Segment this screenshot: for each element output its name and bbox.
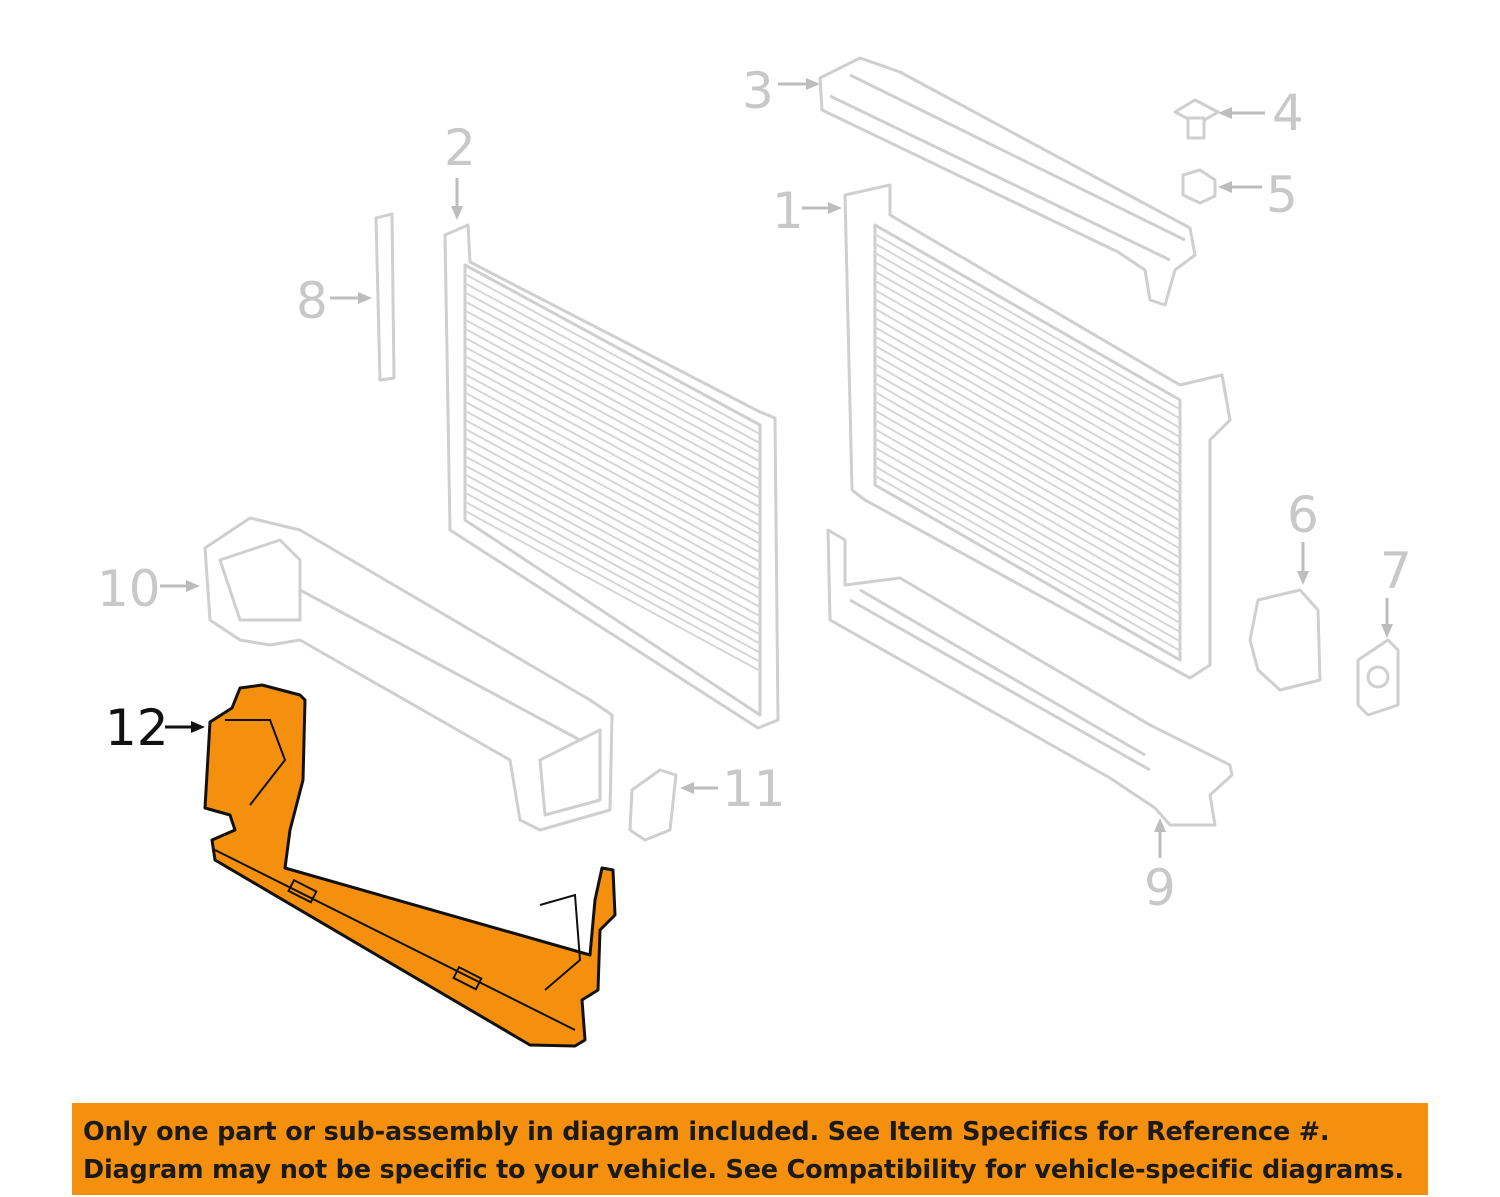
- callout-11: 11: [722, 760, 786, 818]
- core-fin: [874, 363, 1181, 541]
- core-fin: [464, 428, 761, 590]
- core-fin: [464, 364, 761, 527]
- core-fin: [874, 335, 1181, 513]
- core-fin: [464, 300, 761, 463]
- core-fin: [874, 261, 1181, 439]
- core-fin: [874, 233, 1181, 411]
- core-fin: [464, 437, 761, 599]
- core-fin: [464, 491, 761, 654]
- core-fin: [874, 409, 1181, 587]
- callout-labels: 1 2 3 4 5 6 7 8 9 10 11 12: [97, 62, 1412, 917]
- core-fin: [874, 456, 1181, 634]
- core-fin: [464, 455, 761, 618]
- part-3-upper-cover: [818, 56, 1197, 307]
- core-fin: [874, 419, 1181, 596]
- core-fin: [464, 309, 761, 472]
- core-fin: [464, 291, 761, 454]
- core-fin: [464, 446, 761, 609]
- callout-3: 3: [742, 62, 774, 120]
- callout-12: 12: [105, 699, 169, 757]
- core-fin: [464, 373, 761, 536]
- callout-5: 5: [1266, 166, 1298, 224]
- core-fin: [874, 289, 1181, 466]
- core-fin: [464, 282, 761, 445]
- core-fin: [464, 464, 761, 627]
- core-fin: [464, 273, 761, 435]
- callout-6: 6: [1287, 486, 1319, 544]
- core-fin: [874, 251, 1181, 429]
- callout-arrows: [160, 78, 1393, 858]
- part-2-condenser: [443, 223, 780, 730]
- core-fin: [464, 346, 761, 508]
- core-fin: [874, 381, 1181, 559]
- core-fin: [874, 400, 1181, 578]
- part-7-bracket: [1356, 638, 1400, 717]
- core-fin: [464, 327, 761, 490]
- part-1-radiator: [843, 183, 1232, 680]
- part-4-clip: [1173, 98, 1220, 140]
- core-fin: [874, 391, 1181, 569]
- callout-2: 2: [444, 119, 476, 177]
- core-fin: [874, 437, 1181, 615]
- core-fin: [464, 336, 761, 499]
- core-fin: [874, 326, 1181, 504]
- core-fin: [874, 307, 1181, 485]
- core-fin: [874, 354, 1181, 531]
- core-fin: [464, 510, 761, 672]
- part-12-lower-panel: [203, 683, 617, 1048]
- core-fin: [874, 242, 1181, 420]
- disclaimer-line-1: Only one part or sub-assembly in diagram…: [83, 1117, 1330, 1147]
- disclaimer-line-2: Diagram may not be specific to your vehi…: [83, 1155, 1404, 1185]
- callout-7: 7: [1380, 542, 1412, 600]
- core-fin: [874, 270, 1181, 448]
- callout-1: 1: [772, 182, 804, 240]
- part-6-bracket: [1248, 588, 1322, 692]
- core-fin: [464, 355, 761, 517]
- core-fin: [464, 382, 761, 545]
- core-fin: [464, 500, 761, 663]
- core-fin: [874, 428, 1181, 606]
- core-fin: [464, 391, 761, 554]
- part-5-bumper: [1181, 168, 1217, 205]
- part-10-air-duct: [203, 516, 614, 832]
- core-fin: [464, 409, 761, 572]
- callout-8: 8: [296, 272, 328, 330]
- core-fin: [464, 482, 761, 645]
- part-8-seal: [374, 212, 396, 382]
- core-fin: [874, 279, 1181, 457]
- core-fin: [874, 316, 1181, 494]
- core-fin: [874, 474, 1181, 652]
- disclaimer-banner: Only one part or sub-assembly in diagram…: [72, 1103, 1428, 1195]
- part-11-seal: [628, 768, 678, 842]
- core-fin: [464, 318, 761, 481]
- callout-10: 10: [97, 560, 161, 618]
- core-fin: [874, 298, 1181, 476]
- callout-9: 9: [1144, 859, 1176, 917]
- core-fin: [464, 418, 761, 581]
- core-fin: [464, 473, 761, 636]
- core-fin: [464, 400, 761, 563]
- core-fin: [874, 344, 1181, 522]
- part-9-lower-shroud: [826, 528, 1234, 827]
- core-fin: [874, 372, 1181, 550]
- core-fin: [874, 446, 1181, 624]
- core-fin: [874, 465, 1181, 643]
- callout-4: 4: [1272, 84, 1304, 142]
